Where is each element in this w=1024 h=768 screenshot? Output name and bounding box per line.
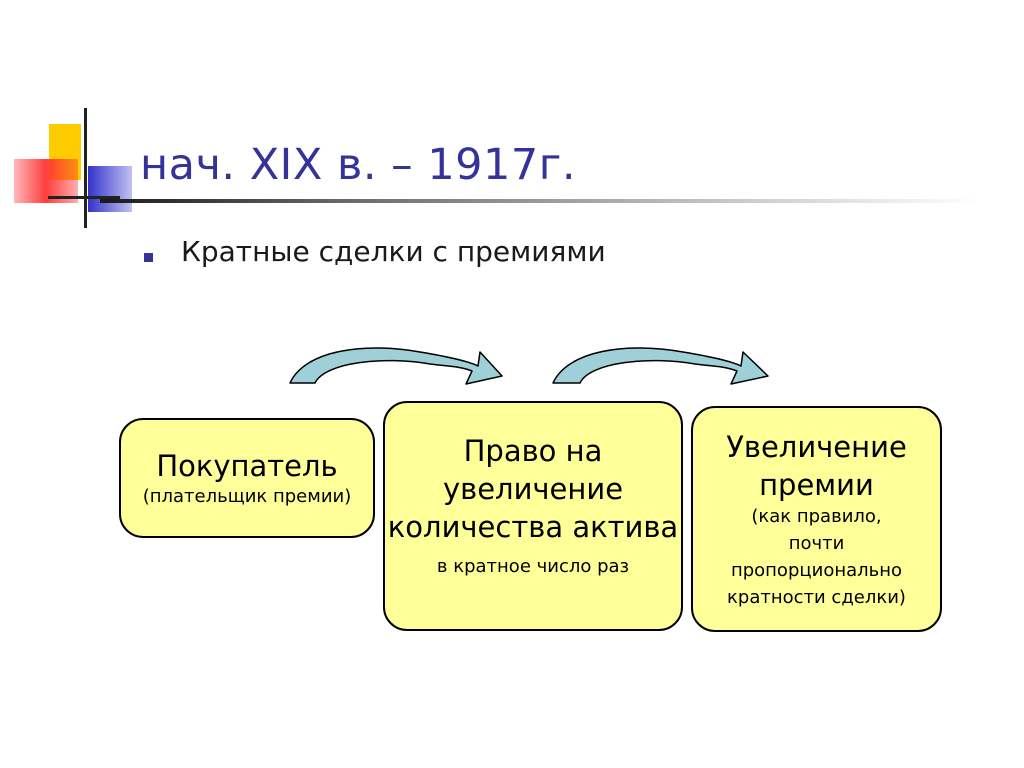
increase-line-2: премии <box>759 468 874 502</box>
right-line-3: количества актива <box>387 510 679 544</box>
increase-note-2: почти <box>788 533 845 554</box>
title-underline <box>100 199 980 203</box>
increase-box: Увеличение премии (как правило, почти пр… <box>691 406 942 632</box>
buyer-box: Покупатель (плательщик премии) <box>119 418 375 538</box>
bullet-text: Кратные сделки с премиями <box>181 235 606 268</box>
increase-note-1: (как правило, <box>751 506 882 527</box>
increase-note-4: кратности сделки) <box>727 587 906 608</box>
right-line-1: Право на <box>463 434 603 468</box>
curved-arrow-icon-2 <box>552 347 769 385</box>
increase-note-3: пропорционально <box>730 560 903 581</box>
right-line-2: увеличение <box>442 472 624 506</box>
slide-title: нач. XIX в. – 1917г. <box>140 140 577 190</box>
right-note: в кратное число раз <box>436 556 630 577</box>
increase-line-1: Увеличение <box>726 430 907 464</box>
curved-arrow-icon-1 <box>289 347 503 385</box>
buyer-title: Покупатель <box>156 449 338 483</box>
right-box: Право на увеличение количества актива в … <box>383 401 683 631</box>
square-bullet-icon <box>144 253 153 262</box>
buyer-note: (плательщик премии) <box>142 486 352 507</box>
corner-decoration <box>14 108 132 228</box>
